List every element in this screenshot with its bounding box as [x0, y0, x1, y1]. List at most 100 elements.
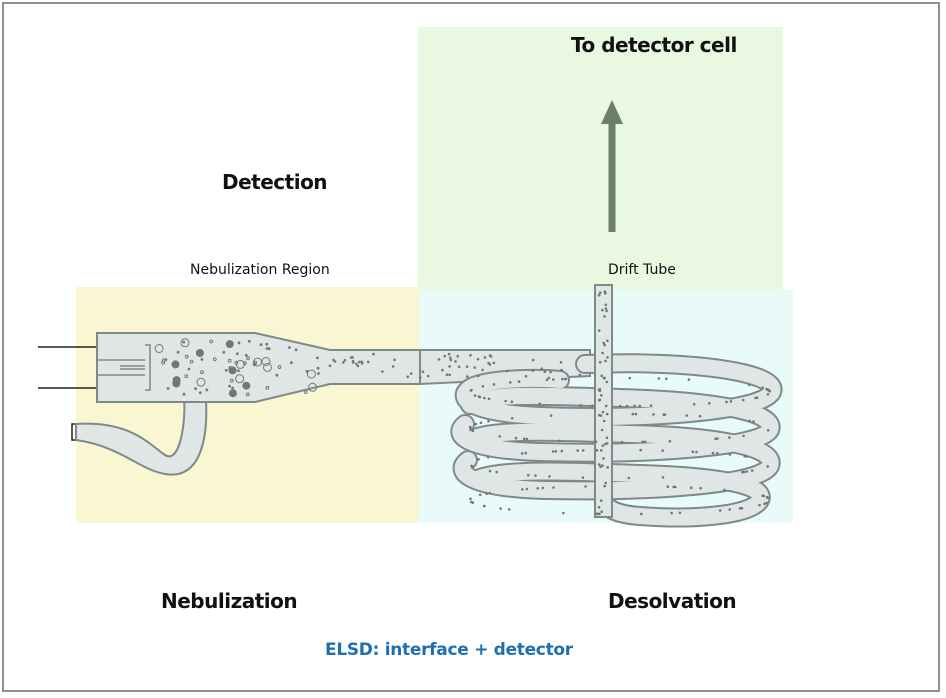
particle — [640, 512, 643, 516]
particle — [252, 362, 257, 367]
particle — [738, 507, 742, 510]
particle — [469, 425, 472, 429]
particle — [228, 366, 237, 375]
to-detector-label: To detector cell — [571, 33, 737, 57]
particle — [601, 444, 605, 447]
particle — [745, 470, 749, 473]
particle — [360, 360, 364, 364]
particle — [638, 404, 641, 408]
particle — [505, 369, 509, 373]
particle — [227, 358, 232, 363]
particle — [718, 509, 722, 512]
particle — [603, 484, 606, 488]
particle — [723, 488, 726, 492]
nebulization-zone — [76, 287, 419, 523]
particle — [668, 439, 672, 443]
particle — [381, 370, 384, 373]
particle — [504, 399, 507, 403]
particle — [714, 437, 717, 441]
particle — [488, 469, 492, 473]
particle — [603, 315, 606, 318]
particle — [601, 464, 604, 467]
particle — [358, 360, 361, 364]
particle — [166, 387, 170, 390]
particle — [465, 365, 469, 369]
particle — [171, 360, 180, 369]
particle — [543, 370, 547, 374]
particle — [290, 361, 293, 365]
up-arrow-icon — [601, 100, 623, 232]
particle — [476, 374, 480, 378]
particle — [581, 476, 585, 479]
particle — [763, 502, 766, 506]
particle — [483, 396, 486, 400]
particle — [761, 386, 764, 390]
particle — [189, 359, 194, 364]
particle — [552, 378, 555, 381]
particle — [716, 437, 719, 440]
particle — [449, 358, 453, 362]
particle — [742, 434, 745, 438]
particle — [545, 378, 549, 382]
particle — [741, 398, 745, 402]
particle — [631, 412, 635, 416]
particle — [665, 377, 668, 381]
particle — [366, 360, 370, 364]
particle — [235, 359, 245, 369]
particle — [507, 508, 511, 511]
particle — [596, 512, 600, 516]
particle — [176, 350, 180, 354]
particle — [766, 393, 770, 396]
particle — [602, 376, 606, 380]
particle — [488, 363, 492, 366]
particle — [212, 357, 217, 362]
particle — [598, 360, 602, 364]
particle — [527, 473, 530, 477]
particle — [522, 437, 526, 441]
particle — [564, 377, 567, 381]
particle — [755, 396, 759, 400]
particle — [499, 507, 502, 510]
particle — [441, 368, 444, 372]
particle — [488, 354, 492, 357]
particle — [554, 450, 558, 453]
particle — [225, 340, 234, 349]
particle — [457, 365, 461, 369]
particle — [510, 400, 514, 404]
particle — [600, 394, 603, 397]
particle — [562, 511, 565, 515]
particle — [478, 395, 482, 399]
particle — [716, 452, 719, 455]
particle — [559, 361, 563, 364]
particle — [598, 388, 602, 391]
particle — [466, 375, 469, 378]
particle — [579, 404, 583, 407]
detection-label: Detection — [222, 170, 328, 194]
particle — [728, 508, 731, 511]
particle — [604, 303, 608, 307]
particle — [534, 474, 537, 477]
particle — [351, 361, 355, 364]
particle — [692, 402, 696, 406]
particle — [652, 413, 655, 416]
particle — [229, 378, 234, 383]
particle — [231, 386, 235, 390]
particle — [708, 401, 711, 405]
nebulization-region-label: Nebulization Region — [190, 262, 330, 278]
particle — [492, 383, 496, 386]
particle — [766, 428, 770, 432]
nebulization-label: Nebulization — [161, 589, 298, 613]
particle — [600, 428, 604, 432]
particle — [604, 307, 608, 310]
particle — [599, 449, 603, 452]
particle — [454, 360, 457, 363]
particle — [606, 466, 609, 469]
particle — [748, 383, 751, 387]
particle — [531, 358, 535, 362]
particle — [469, 427, 472, 431]
particle — [175, 377, 180, 382]
particle — [187, 367, 191, 371]
particle — [469, 497, 472, 501]
particle — [236, 352, 239, 356]
